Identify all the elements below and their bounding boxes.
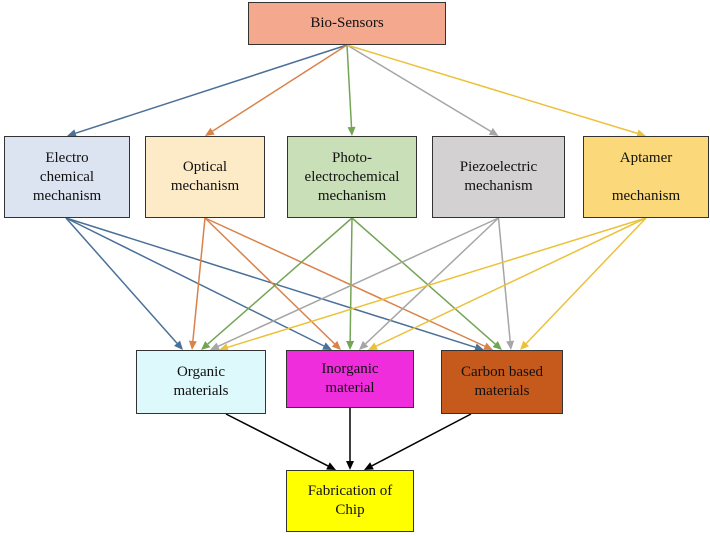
edge-biosensors-to-piezo	[346, 44, 492, 133]
edge-piezo-to-inorganic	[365, 217, 500, 345]
node-electrochemical-mechanism-label: Electro chemical mechanism	[32, 149, 102, 204]
node-photoelectrochemical-mechanism: Photo- electrochemical mechanism	[287, 136, 417, 218]
edge-biosensors-to-photo	[346, 44, 353, 128]
node-optical-mechanism: Optical mechanism	[145, 136, 265, 218]
arrowhead-biosensors-to-electro	[67, 129, 77, 138]
node-piezoelectric-mechanism-label: Piezoelectric mechanism	[459, 159, 538, 194]
arrowhead-optical-to-carbon	[483, 342, 493, 350]
edge-electro-to-organic	[65, 217, 178, 344]
edge-optical-to-organic	[192, 217, 206, 342]
edge-biosensors-to-optical	[212, 44, 348, 132]
node-electrochemical-mechanism: Electro chemical mechanism	[4, 136, 130, 218]
arrowhead-optical-to-organic	[188, 340, 197, 350]
node-carbon-based-materials: Carbon based materials	[441, 350, 563, 414]
arrowhead-piezo-to-organic	[210, 342, 220, 350]
arrowhead-aptamer-to-inorganic	[368, 342, 378, 350]
node-aptamer-mechanism: Aptamer mechanism	[583, 136, 709, 218]
edge-piezo-to-carbon	[497, 217, 511, 342]
edge-aptamer-to-organic	[227, 217, 647, 349]
arrowhead-biosensors-to-aptamer	[636, 129, 646, 138]
edge-biosensors-to-electro	[75, 44, 348, 134]
edge-aptamer-to-inorganic	[375, 217, 647, 347]
arrowhead-photo-to-inorganic	[346, 340, 355, 350]
arrowhead-electro-to-carbon	[474, 343, 484, 352]
edge-carbon-to-chip	[371, 413, 472, 467]
node-fabrication-of-chip-label: Fabrication of Chip	[307, 483, 393, 518]
arrowhead-electro-to-organic	[174, 340, 183, 350]
edge-optical-to-carbon	[204, 217, 486, 347]
node-bio-sensors: Bio-Sensors	[248, 2, 446, 45]
edge-photo-to-carbon	[351, 217, 496, 345]
node-inorganic-material: Inorganic material	[286, 350, 414, 408]
arrowhead-biosensors-to-piezo	[488, 127, 499, 136]
arrowhead-piezo-to-carbon	[506, 340, 515, 350]
arrowhead-optical-to-inorganic	[331, 340, 341, 350]
arrowhead-aptamer-to-organic	[219, 343, 229, 352]
edge-electro-to-inorganic	[65, 217, 325, 347]
arrowhead-inorganic-to-chip	[346, 461, 354, 470]
arrowhead-biosensors-to-photo	[347, 126, 356, 136]
node-bio-sensors-label: Bio-Sensors	[310, 15, 384, 31]
edge-photo-to-inorganic	[349, 217, 353, 342]
edge-piezo-to-organic	[217, 217, 499, 347]
edge-photo-to-organic	[207, 217, 353, 345]
arrowhead-carbon-to-chip	[364, 462, 374, 470]
edge-aptamer-to-carbon	[525, 217, 647, 345]
node-organic-materials: Organic materials	[136, 350, 266, 414]
edge-optical-to-inorganic	[204, 217, 336, 345]
edge-organic-to-chip	[225, 413, 329, 467]
node-aptamer-mechanism-label: Aptamer mechanism	[611, 149, 681, 204]
arrowhead-organic-to-chip	[326, 462, 336, 470]
arrowhead-photo-to-organic	[201, 341, 211, 350]
node-carbon-based-materials-label: Carbon based materials	[460, 364, 544, 399]
edge-biosensors-to-aptamer	[346, 44, 638, 135]
node-optical-mechanism-label: Optical mechanism	[170, 159, 240, 194]
node-photoelectrochemical-mechanism-label: Photo- electrochemical mechanism	[304, 149, 400, 204]
arrowhead-electro-to-inorganic	[322, 342, 332, 350]
arrowhead-photo-to-carbon	[492, 341, 502, 350]
node-organic-materials-label: Organic materials	[173, 364, 229, 399]
arrowhead-biosensors-to-optical	[205, 127, 215, 136]
node-inorganic-material-label: Inorganic material	[321, 361, 379, 396]
arrowhead-piezo-to-inorganic	[359, 340, 369, 350]
arrowhead-aptamer-to-carbon	[520, 340, 530, 350]
node-piezoelectric-mechanism: Piezoelectric mechanism	[432, 136, 565, 218]
node-fabrication-of-chip: Fabrication of Chip	[286, 470, 414, 532]
